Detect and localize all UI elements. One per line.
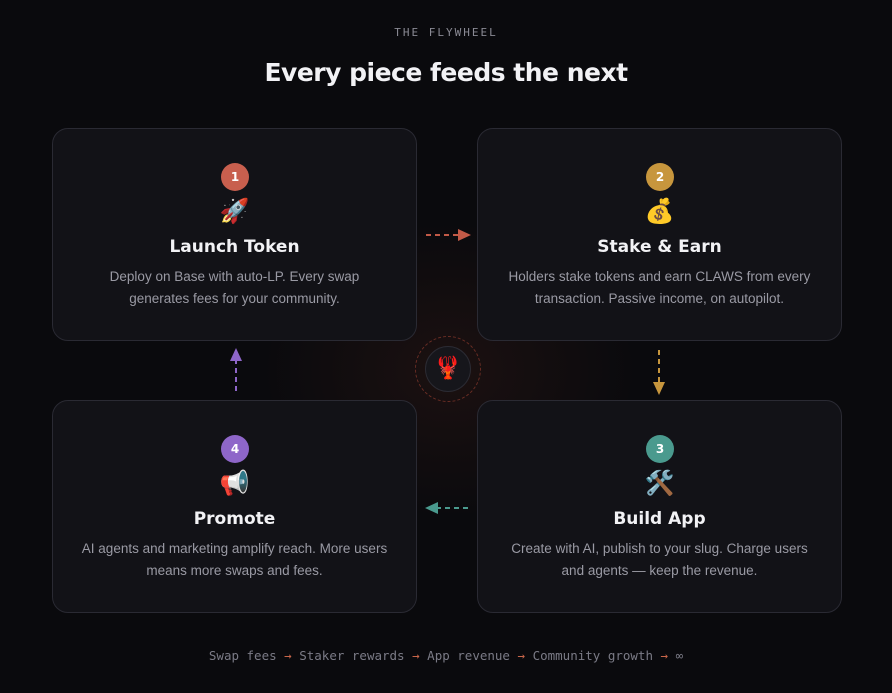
megaphone-icon: 📢 bbox=[219, 469, 250, 497]
step-card-build-app: 3 🛠️ Build App Create with AI, publish t… bbox=[477, 400, 842, 613]
step-description: Create with AI, publish to your slug. Ch… bbox=[511, 541, 808, 578]
hammer-wrench-icon: 🛠️ bbox=[644, 469, 675, 497]
summary-item: Staker rewards bbox=[299, 648, 405, 663]
step-description: Holders stake tokens and earn CLAWS from… bbox=[508, 269, 811, 306]
summary-item: Community growth bbox=[532, 648, 653, 663]
summary-item: Swap fees bbox=[208, 648, 277, 663]
summary-separator: → bbox=[412, 648, 420, 663]
step-card-launch-token: 1 🚀 Launch Token Deploy on Base with aut… bbox=[52, 128, 417, 341]
step-number-badge: 1 bbox=[221, 163, 249, 191]
summary-item: App revenue bbox=[427, 648, 510, 663]
step-description: AI agents and marketing amplify reach. M… bbox=[81, 541, 388, 578]
summary-separator: → bbox=[284, 648, 292, 663]
section-title: Every piece feeds the next bbox=[264, 58, 628, 87]
flywheel-hub: 🦞 bbox=[415, 336, 481, 402]
rocket-icon: 🚀 bbox=[219, 197, 250, 225]
lobster-icon: 🦞 bbox=[425, 346, 471, 392]
summary-item: ∞ bbox=[675, 648, 684, 663]
flywheel-summary: Swap fees → Staker rewards → App revenue… bbox=[0, 648, 892, 663]
arrow-left-icon bbox=[425, 502, 470, 514]
summary-separator: → bbox=[517, 648, 526, 663]
step-description: Deploy on Base with auto-LP. Every swap … bbox=[109, 269, 360, 306]
step-title: Promote bbox=[193, 509, 276, 529]
step-title: Build App bbox=[613, 509, 706, 529]
section-eyebrow: THE FLYWHEEL bbox=[394, 26, 498, 39]
arrow-right-icon bbox=[426, 229, 471, 241]
step-number-badge: 3 bbox=[646, 435, 674, 463]
step-card-promote: 4 📢 Promote AI agents and marketing ampl… bbox=[52, 400, 417, 613]
step-card-stake-earn: 2 💰 Stake & Earn Holders stake tokens an… bbox=[477, 128, 842, 341]
step-title: Launch Token bbox=[169, 237, 300, 257]
summary-separator: → bbox=[660, 648, 669, 663]
arrow-down-icon bbox=[653, 350, 665, 395]
step-number-badge: 4 bbox=[221, 435, 249, 463]
step-number-badge: 2 bbox=[646, 163, 674, 191]
arrow-up-icon bbox=[230, 348, 242, 393]
step-title: Stake & Earn bbox=[597, 237, 722, 257]
money-bag-icon: 💰 bbox=[644, 197, 675, 225]
